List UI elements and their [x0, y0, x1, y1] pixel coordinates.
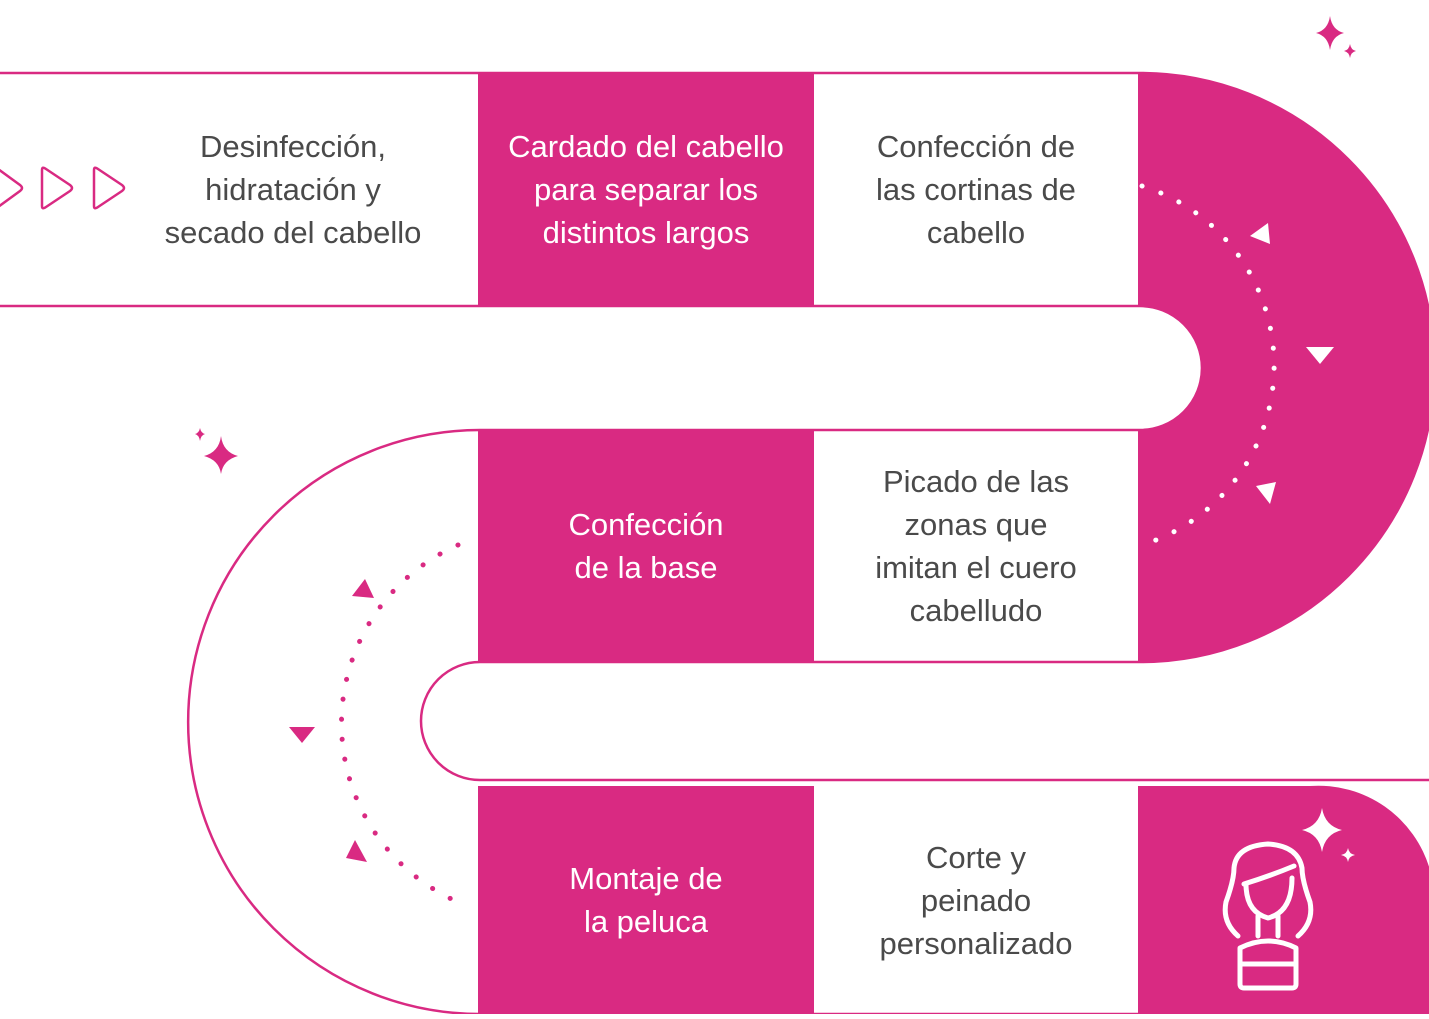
block-turn-right: [1138, 73, 1429, 662]
dotted-arrow-path-icon-right: [1139, 183, 1334, 548]
step-7-label: Corte y peinado personalizado: [879, 839, 1073, 961]
sparkle-icon-end: [1302, 808, 1355, 862]
block-step-6: [478, 786, 814, 1016]
sparkle-icon-top-right: [1316, 16, 1356, 58]
step-4-label: Picado de las zonas que imitan el cuero …: [875, 464, 1077, 628]
sparkle-icon-left: [195, 428, 238, 474]
triple-play-arrows-icon: [0, 166, 126, 210]
step-6-label: Montaje de la peluca: [569, 861, 723, 939]
block-step-5: [478, 430, 814, 662]
block-end: [1138, 785, 1429, 1014]
step-2-label: Cardado del cabello para separar los dis…: [508, 129, 784, 250]
dotted-arrow-path-icon-left: [289, 542, 461, 905]
step-1-label: Desinfección, hidratación y secado del c…: [164, 129, 422, 250]
step-3-label: Confección de las cortinas de cabello: [876, 129, 1076, 250]
step-5-label: Confección de la base: [568, 507, 724, 585]
block-step-2: [478, 73, 814, 306]
woman-bust-icon: [1222, 841, 1314, 991]
